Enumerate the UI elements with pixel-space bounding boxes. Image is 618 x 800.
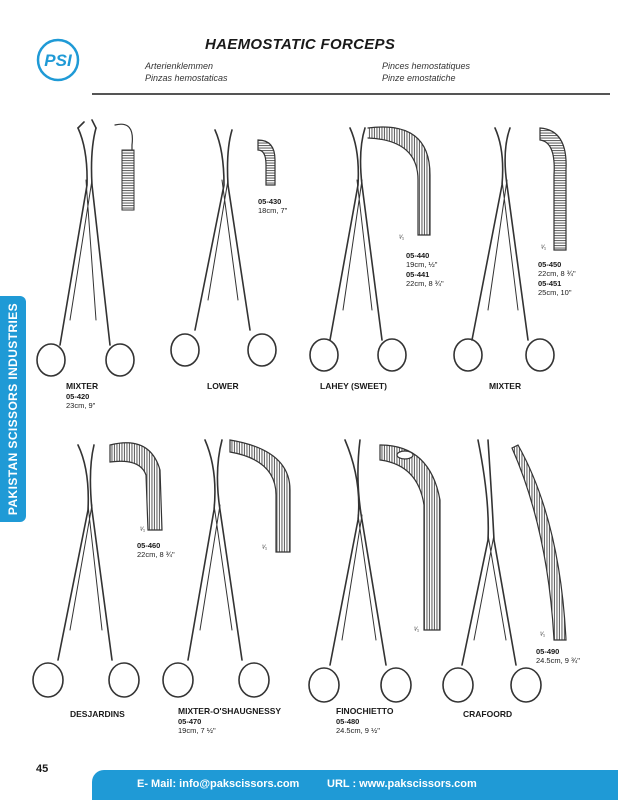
subtitle-french: Pinces hemostatiques <box>382 61 471 71</box>
scale-lahey: ¹⁄₁ <box>399 235 405 241</box>
jaw-detail-crafoord <box>511 444 567 641</box>
code-mixter-2b: 05-451 <box>538 279 562 288</box>
forceps-mixter-oshaugnessy <box>162 439 270 698</box>
side-tab: PAKISTAN SCISSORS INDUSTRIES <box>0 296 26 522</box>
code-desjardins: 05-460 <box>137 541 161 550</box>
footer-url: URL : www.pakscissors.com <box>327 778 477 790</box>
size-finochietto: 24.5cm, 9 ½" <box>336 726 380 735</box>
code-lower: 05-430 <box>258 197 282 206</box>
label-crafoord: CRAFOORD <box>463 709 513 719</box>
page-number: 45 <box>36 763 49 775</box>
code-lahey-2: 05-441 <box>406 270 430 279</box>
code-mixter-1: 05-420 <box>66 392 90 401</box>
forceps-crafoord <box>442 439 542 703</box>
size-mixter-oshaugnessy: 19cm, 7 ½" <box>178 726 216 735</box>
code-mixter-oshaugnessy: 05-470 <box>178 717 202 726</box>
header-rule <box>92 93 610 95</box>
jaw-detail-mixter-oshaugnessy <box>229 439 291 553</box>
label-mixter-1: MIXTER <box>66 381 99 391</box>
jaw-serration-mixter-1 <box>121 149 135 211</box>
forceps-mixter-2 <box>453 127 555 372</box>
footer-bar: E- Mail: info@pakscissors.com URL : www.… <box>92 770 618 800</box>
scale-crafoord: ¹⁄₁ <box>540 632 546 638</box>
label-desjardins: DESJARDINS <box>70 709 125 719</box>
scale-desjardins: ¹⁄₁ <box>140 527 146 533</box>
scale-mixter-oshaugnessy: ¹⁄₁ <box>262 545 268 551</box>
label-lower: LOWER <box>207 381 239 391</box>
forceps-lahey <box>309 127 407 372</box>
svg-text:PSI: PSI <box>44 51 73 70</box>
jaw-detail-mixter-2 <box>539 127 567 251</box>
code-mixter-2a: 05-450 <box>538 260 562 269</box>
jaw-detail-lahey <box>367 126 431 236</box>
subtitle-german: Arterienklemmen <box>145 61 214 71</box>
jaw-window-finochietto <box>396 450 414 460</box>
page-title: HAEMOSTATIC FORCEPS <box>205 36 396 53</box>
scale-finochietto: ¹⁄₁ <box>414 627 420 633</box>
subtitle-spanish: Pinzas hemostaticas <box>145 73 228 83</box>
size-lower: 18cm, 7" <box>258 206 288 215</box>
jaw-detail-desjardins <box>109 442 163 531</box>
size-crafoord: 24.5cm, 9 ¾" <box>536 656 580 665</box>
company-logo: PSI <box>36 38 80 82</box>
forceps-desjardins <box>32 444 140 698</box>
size-mixter-2a: 22cm, 8 ¾" <box>538 269 576 278</box>
jaw-detail-mixter-1 <box>114 123 133 211</box>
label-finochietto: FINOCHIETTO <box>336 706 394 716</box>
code-finochietto: 05-480 <box>336 717 360 726</box>
label-mixter-oshaugnessy: MIXTER-O'SHAUGNESSY <box>178 706 282 716</box>
subtitle-italian: Pinze emostatiche <box>382 73 456 83</box>
size-mixter-2b: 25cm, 10" <box>538 288 572 297</box>
scale-mixter-2: ¹⁄₁ <box>541 245 547 251</box>
code-crafoord: 05-490 <box>536 647 560 656</box>
size-lahey-1: 19cm, ½" <box>406 260 438 269</box>
size-lahey-2: 22cm, 8 ¾" <box>406 279 444 288</box>
forceps-finochietto <box>308 439 412 703</box>
jaw-detail-lower <box>257 139 276 186</box>
footer-email: E- Mail: info@pakscissors.com <box>137 778 300 790</box>
label-mixter-2: MIXTER <box>489 381 522 391</box>
size-mixter-1: 23cm, 9" <box>66 401 96 410</box>
jaw-detail-finochietto <box>379 444 441 631</box>
code-lahey-1: 05-440 <box>406 251 430 260</box>
label-lahey: LAHEY (SWEET) <box>320 381 387 391</box>
forceps-mixter-1 <box>36 119 135 377</box>
forceps-lower <box>170 129 277 367</box>
size-desjardins: 22cm, 8 ¾" <box>137 550 175 559</box>
